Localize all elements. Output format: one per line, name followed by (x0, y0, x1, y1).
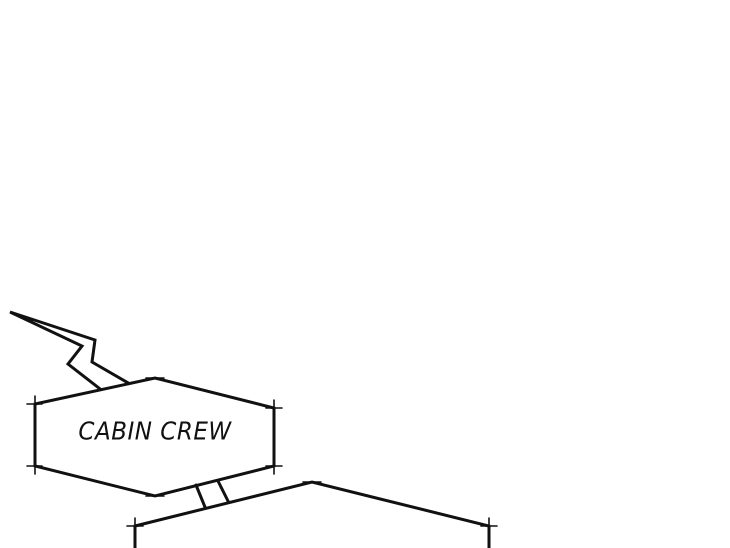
caption-text: CABIN CREW (78, 417, 232, 447)
caption-box-corner-ticks (26, 377, 283, 497)
lower-box-shape (133, 480, 491, 548)
lower-box-corner-ticks (126, 481, 498, 535)
lightning-tail (9, 310, 134, 394)
